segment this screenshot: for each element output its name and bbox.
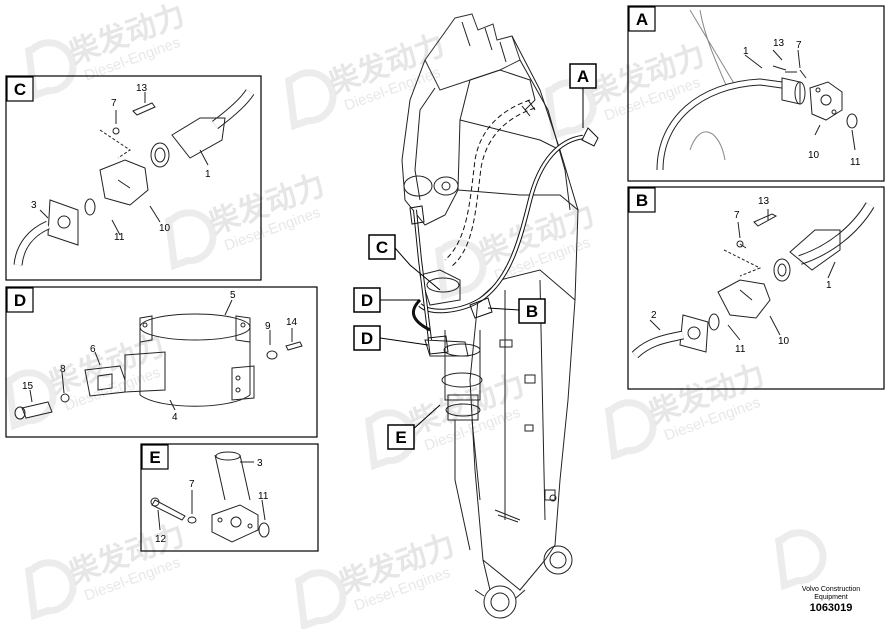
panel-C-label-13: 13 [136, 83, 148, 94]
detail-panel-C: C 7 13 1 3 11 10 [5, 75, 262, 281]
detail-panel-A: A 1 13 7 10 11 [627, 5, 885, 182]
watermark-tile: 柴发动力 Diesel-Engines [294, 529, 459, 629]
panel-B-label-7: 7 [734, 210, 740, 221]
drawing-number: 1063019 [809, 602, 853, 614]
watermark-logo-icon [24, 559, 77, 621]
panel-E-label-7: 7 [189, 479, 195, 490]
panel-B-label-11: 11 [735, 344, 746, 355]
watermark-tile: 柴发动力 Diesel-Engines [544, 39, 709, 141]
panel-A-label-1: 1 [743, 46, 749, 57]
panel-D-label-14: 14 [286, 317, 298, 328]
callout-leaders [379, 88, 584, 433]
panel-A-title: A [636, 10, 648, 29]
panel-D-label-8: 8 [60, 364, 66, 375]
watermark-tile: 柴发动力 Diesel-Engines [364, 369, 529, 471]
footer-maker: Volvo Construction [801, 586, 861, 593]
watermark-logo-icon [434, 239, 487, 301]
watermark-logo-icon [4, 369, 57, 431]
panel-B-label-10: 10 [778, 336, 790, 347]
panel-A-label-11: 11 [850, 157, 861, 168]
callout-D-upper[interactable]: D [353, 287, 381, 313]
callout-D-lower-label: D [361, 329, 373, 348]
watermark-tile [774, 529, 827, 591]
panel-D-label-15: 15 [22, 381, 34, 392]
panel-A-label-10: 10 [808, 150, 820, 161]
panel-C-label-11: 11 [114, 232, 125, 243]
detail-panel-E: E 3 7 11 12 [140, 443, 319, 552]
panel-C-label-1: 1 [205, 169, 211, 180]
panel-E-title: E [149, 448, 160, 467]
panel-C-title: C [14, 80, 26, 99]
detail-panel-B: B 7 13 1 2 11 10 [627, 186, 885, 390]
watermark-tile: 柴发动力 Diesel-Engines [604, 359, 769, 461]
panel-B-label-13: 13 [758, 196, 770, 207]
callout-A[interactable]: A [569, 63, 597, 89]
callout-C[interactable]: C [368, 234, 396, 260]
watermark-tile: 柴发动力 Diesel-Engines [284, 29, 449, 131]
callout-E-label: E [395, 428, 406, 447]
panel-C-label-7: 7 [111, 98, 117, 109]
panel-E-label-3: 3 [257, 458, 263, 469]
main-hoses [409, 99, 599, 355]
panel-D-label-5: 5 [230, 290, 236, 301]
panel-A-label-13: 13 [773, 38, 785, 49]
callout-D-lower[interactable]: D [353, 325, 381, 351]
panel-D-label-9: 9 [265, 321, 271, 332]
panel-E-label-12: 12 [155, 534, 167, 545]
panel-D-title: D [14, 291, 26, 310]
boom-assembly [401, 13, 579, 619]
panel-B-label-1: 1 [826, 280, 832, 291]
panel-B-title: B [636, 191, 648, 210]
watermark-tile: 柴发动力 Diesel-Engines [24, 519, 189, 621]
panel-B-label-2: 2 [651, 310, 657, 321]
panel-A-label-7: 7 [796, 40, 802, 51]
callout-B[interactable]: B [518, 298, 546, 324]
panel-C-label-10: 10 [159, 223, 171, 234]
watermark-logo-icon [774, 529, 827, 591]
panel-C-label-3: 3 [31, 200, 37, 211]
detail-panel-D: D 5 6 9 14 8 15 4 [5, 286, 318, 438]
watermark-logo-icon [164, 209, 217, 271]
watermark-logo-icon [24, 39, 77, 101]
callout-A-label: A [577, 67, 589, 86]
callout-B-label: B [526, 302, 538, 321]
panel-E-label-11: 11 [258, 491, 269, 502]
callout-C-label: C [376, 238, 388, 257]
panel-D-label-6: 6 [90, 344, 96, 355]
watermark-tile: 柴发动力 Diesel-Engines [164, 169, 329, 271]
callout-E[interactable]: E [387, 424, 415, 450]
footer-maker-sub: Equipment [814, 594, 848, 601]
watermark-logo-icon [284, 69, 337, 131]
watermark-tile: 柴发动力 Diesel-Engines [24, 0, 189, 101]
watermark-logo-icon [544, 79, 597, 141]
watermark-logo-icon [604, 399, 657, 461]
callout-D-upper-label: D [361, 291, 373, 310]
watermark-logo-icon [294, 569, 347, 629]
panel-D-label-4: 4 [172, 412, 178, 423]
